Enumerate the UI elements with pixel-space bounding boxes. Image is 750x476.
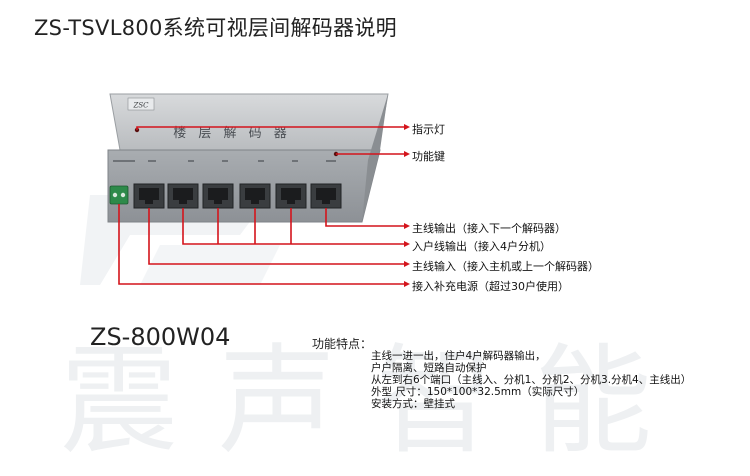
feature-line: 从左到右6个端口（主线入、分机1、分机2、分机3.分机4、主线出） bbox=[371, 374, 692, 386]
port-ext-2 bbox=[202, 183, 234, 209]
device-front-text: 楼 层 解 码 器 bbox=[173, 126, 291, 141]
page-title: ZS-TSVL800系统可视层间解码器说明 bbox=[34, 16, 397, 40]
callout-main-in: 主线输入（接入主机或上一个解码器） bbox=[412, 260, 599, 273]
device-logo: ZSC bbox=[132, 102, 149, 110]
pointer-lines bbox=[118, 126, 404, 285]
callout-power: 接入补充电源（超过30户使用） bbox=[412, 280, 569, 293]
feature-line: 外型 尺寸：150*100*32.5mm（实际尺寸） bbox=[371, 386, 585, 398]
feature-line: 户户隔离、短路自动保护 bbox=[371, 362, 487, 374]
decoder-device: ZSC 楼 层 解 码 器 bbox=[107, 93, 410, 287]
port-main-in bbox=[133, 183, 165, 209]
pointer-main-out bbox=[325, 208, 404, 227]
power-terminal bbox=[109, 185, 129, 205]
callout-function-key: 功能键 bbox=[412, 150, 445, 163]
port-main-out bbox=[310, 183, 342, 209]
callout-household-out: 入户线输出（接入4户分机） bbox=[412, 240, 551, 253]
port-ext-4 bbox=[275, 183, 307, 209]
pointer-power bbox=[118, 204, 404, 285]
pointer-main-in bbox=[148, 208, 404, 265]
callout-main-out: 主线输出（接入下一个解码器） bbox=[412, 222, 566, 235]
feature-line: 安装方式：壁挂式 bbox=[371, 398, 455, 410]
callout-indicator: 指示灯 bbox=[412, 123, 445, 136]
rj45-ports bbox=[133, 183, 342, 209]
port-ext-1 bbox=[167, 183, 199, 209]
features-heading: 功能特点： bbox=[312, 337, 373, 351]
pointer-household-out bbox=[182, 208, 404, 245]
pointer-indicator bbox=[136, 126, 404, 130]
model-number: ZS-800W04 bbox=[90, 323, 231, 351]
port-ext-3 bbox=[239, 183, 271, 209]
feature-line: 主线一进一出，住户4户解码器输出， bbox=[371, 350, 546, 362]
